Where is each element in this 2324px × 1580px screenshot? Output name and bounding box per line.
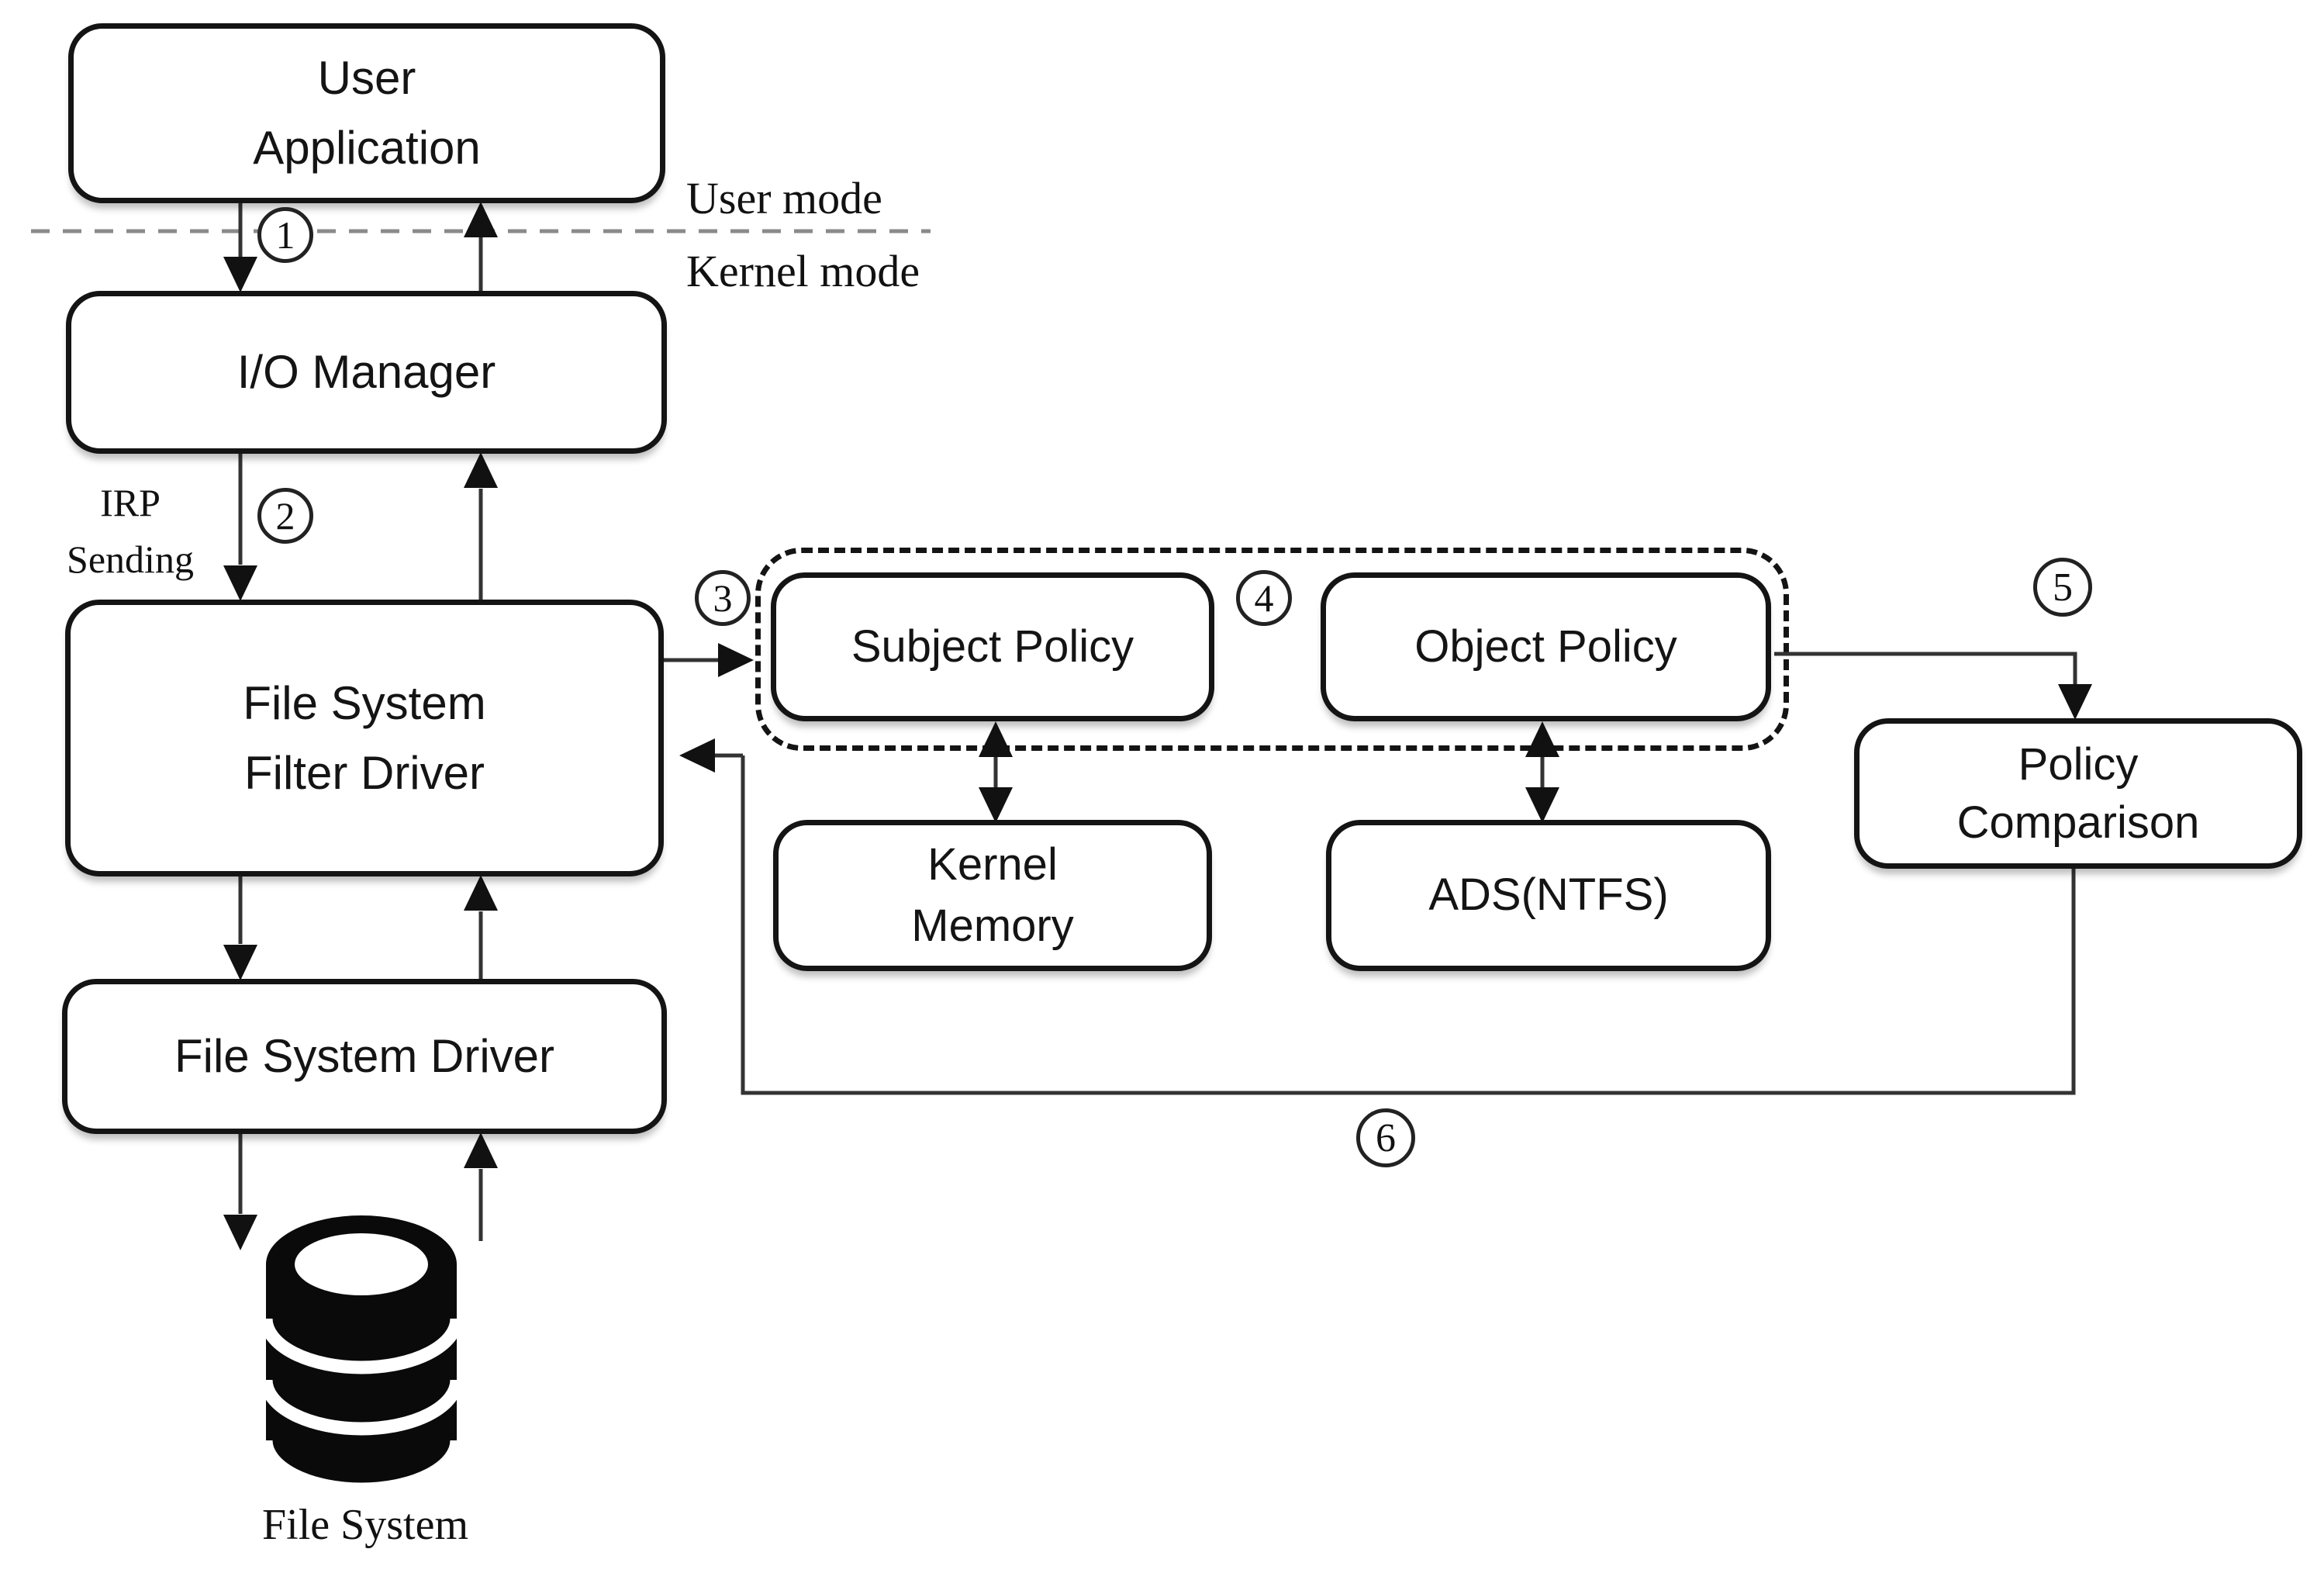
step-3-label: 3 (713, 576, 733, 620)
node-kernel-memory: Kernel Memory (773, 820, 1212, 971)
node-fs-filter-driver-label: File System Filter Driver (243, 676, 486, 799)
irp-sending-label: IRP Sending (37, 475, 223, 587)
node-policy-comparison-label: Policy Comparison (1956, 738, 2200, 848)
line-comparison-loop (741, 755, 2076, 1095)
arrowhead-up-2 (464, 452, 498, 488)
irp-sending-text: IRP Sending (67, 481, 194, 581)
step-5-label: 5 (2053, 565, 2073, 610)
node-object-policy: Object Policy (1321, 572, 1771, 721)
user-mode-label: User mode (686, 172, 882, 224)
line-objectpolicy-to-comparison (1774, 652, 2077, 687)
node-policy-comparison: Policy Comparison (1854, 718, 2302, 869)
node-user-application-label: User Application (253, 52, 481, 174)
arrowhead-down-ads (1525, 787, 1559, 823)
arrowhead-down-4 (223, 1215, 257, 1250)
arrowhead-up-object (1525, 721, 1559, 757)
node-object-policy-label: Object Policy (1414, 621, 1677, 672)
arrowhead-down-kernelmem (979, 787, 1013, 823)
arrowhead-down-3 (223, 945, 257, 980)
step-6-badge: 6 (1356, 1108, 1415, 1167)
arrowhead-up-subject (979, 721, 1013, 757)
node-io-manager: I/O Manager (66, 291, 667, 454)
user-mode-text: User mode (686, 173, 882, 223)
database-icon (259, 1215, 464, 1496)
file-system-label: File System (237, 1500, 493, 1550)
arrowhead-down-2 (223, 565, 257, 601)
node-fs-driver-label: File System Driver (174, 1030, 555, 1082)
arrowhead-down-comparison (2058, 684, 2092, 720)
node-user-application: User Application (68, 23, 665, 203)
step-5-badge: 5 (2033, 558, 2092, 617)
step-4-label: 4 (1254, 576, 1274, 620)
file-system-text: File System (261, 1501, 469, 1549)
node-fs-driver: File System Driver (62, 979, 667, 1134)
node-subject-policy: Subject Policy (771, 572, 1214, 721)
kernel-mode-label: Kernel mode (686, 245, 920, 297)
node-fs-filter-driver: File System Filter Driver (65, 600, 664, 876)
step-1-label: 1 (275, 213, 295, 257)
step-6-label: 6 (1376, 1115, 1396, 1160)
node-io-manager-label: I/O Manager (237, 346, 496, 398)
step-4-badge: 4 (1236, 570, 1292, 626)
arrowhead-down-1 (223, 257, 257, 292)
arrowhead-up-1 (464, 202, 498, 237)
step-2-label: 2 (275, 494, 295, 538)
policy-dashed-container (755, 548, 1789, 751)
arrowhead-left-return (679, 738, 715, 773)
arrowhead-right-policy (718, 643, 754, 677)
node-ads-ntfs-label: ADS(NTFS) (1428, 870, 1669, 921)
node-subject-policy-label: Subject Policy (851, 621, 1134, 672)
step-1-badge: 1 (257, 207, 313, 263)
node-kernel-memory-label: Kernel Memory (911, 839, 1074, 951)
arrowhead-up-4 (464, 1132, 498, 1168)
step-3-badge: 3 (695, 570, 751, 626)
arrowhead-up-3 (464, 875, 498, 911)
node-ads-ntfs: ADS(NTFS) (1326, 820, 1771, 971)
step-2-badge: 2 (257, 488, 313, 544)
kernel-mode-text: Kernel mode (686, 246, 920, 296)
